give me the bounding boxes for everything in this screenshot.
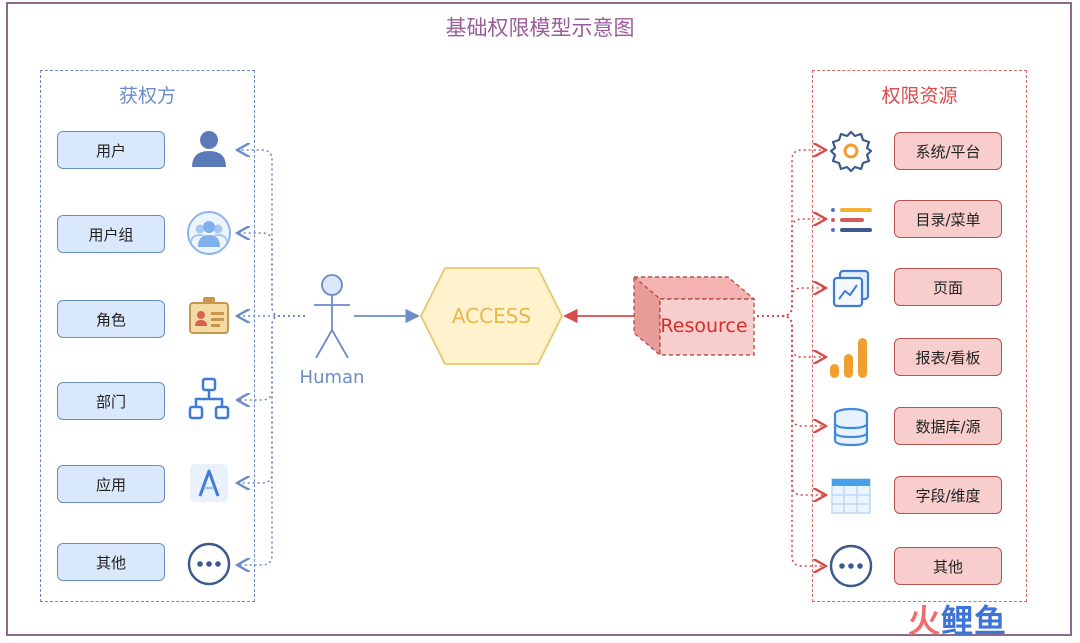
org-chart-icon — [186, 376, 232, 422]
resource-panel-title: 权限资源 — [881, 85, 958, 107]
resource-menu-box: 目录/菜单 — [894, 200, 1002, 238]
more-icon — [186, 541, 232, 587]
resource-page-box: 页面 — [894, 268, 1002, 306]
human-figure-icon — [306, 272, 358, 362]
watermark-part2: 鲤鱼 — [941, 602, 1008, 640]
watermark-part1: 火 — [908, 602, 942, 640]
gear-icon — [828, 128, 874, 174]
app-icon — [186, 460, 232, 506]
grantee-user-box: 用户 — [57, 131, 165, 169]
diagram-title: 基础权限模型示意图 — [445, 16, 635, 40]
resource-other-box: 其他 — [894, 547, 1002, 585]
grantee-role-box: 角色 — [57, 300, 165, 338]
human-label: Human — [299, 367, 365, 388]
id-badge-icon — [186, 294, 232, 340]
resource-report-box: 报表/看板 — [894, 338, 1002, 376]
grantee-other-box: 其他 — [57, 543, 165, 581]
grantee-panel-title: 获权方 — [118, 85, 176, 107]
user-group-icon — [186, 210, 232, 256]
grantee-department-box: 部门 — [57, 382, 165, 420]
resource-database-box: 数据库/源 — [894, 407, 1002, 445]
database-icon — [828, 404, 874, 450]
watermark-logo: 火鲤鱼 — [908, 596, 1007, 640]
resource-label: Resource — [660, 315, 748, 337]
bar-chart-icon — [828, 334, 874, 380]
menu-list-icon — [828, 197, 874, 243]
resource-cube — [632, 275, 756, 357]
pages-icon — [828, 266, 874, 312]
access-hexagon — [420, 267, 563, 365]
resource-field-box: 字段/维度 — [894, 476, 1002, 514]
resource-system-box: 系统/平台 — [894, 132, 1002, 170]
grantee-app-box: 应用 — [57, 465, 165, 503]
more-icon — [828, 543, 874, 589]
grantee-user-group-box: 用户组 — [57, 215, 165, 253]
access-label: ACCESS — [451, 304, 532, 328]
user-icon — [186, 127, 232, 173]
table-icon — [828, 473, 874, 519]
